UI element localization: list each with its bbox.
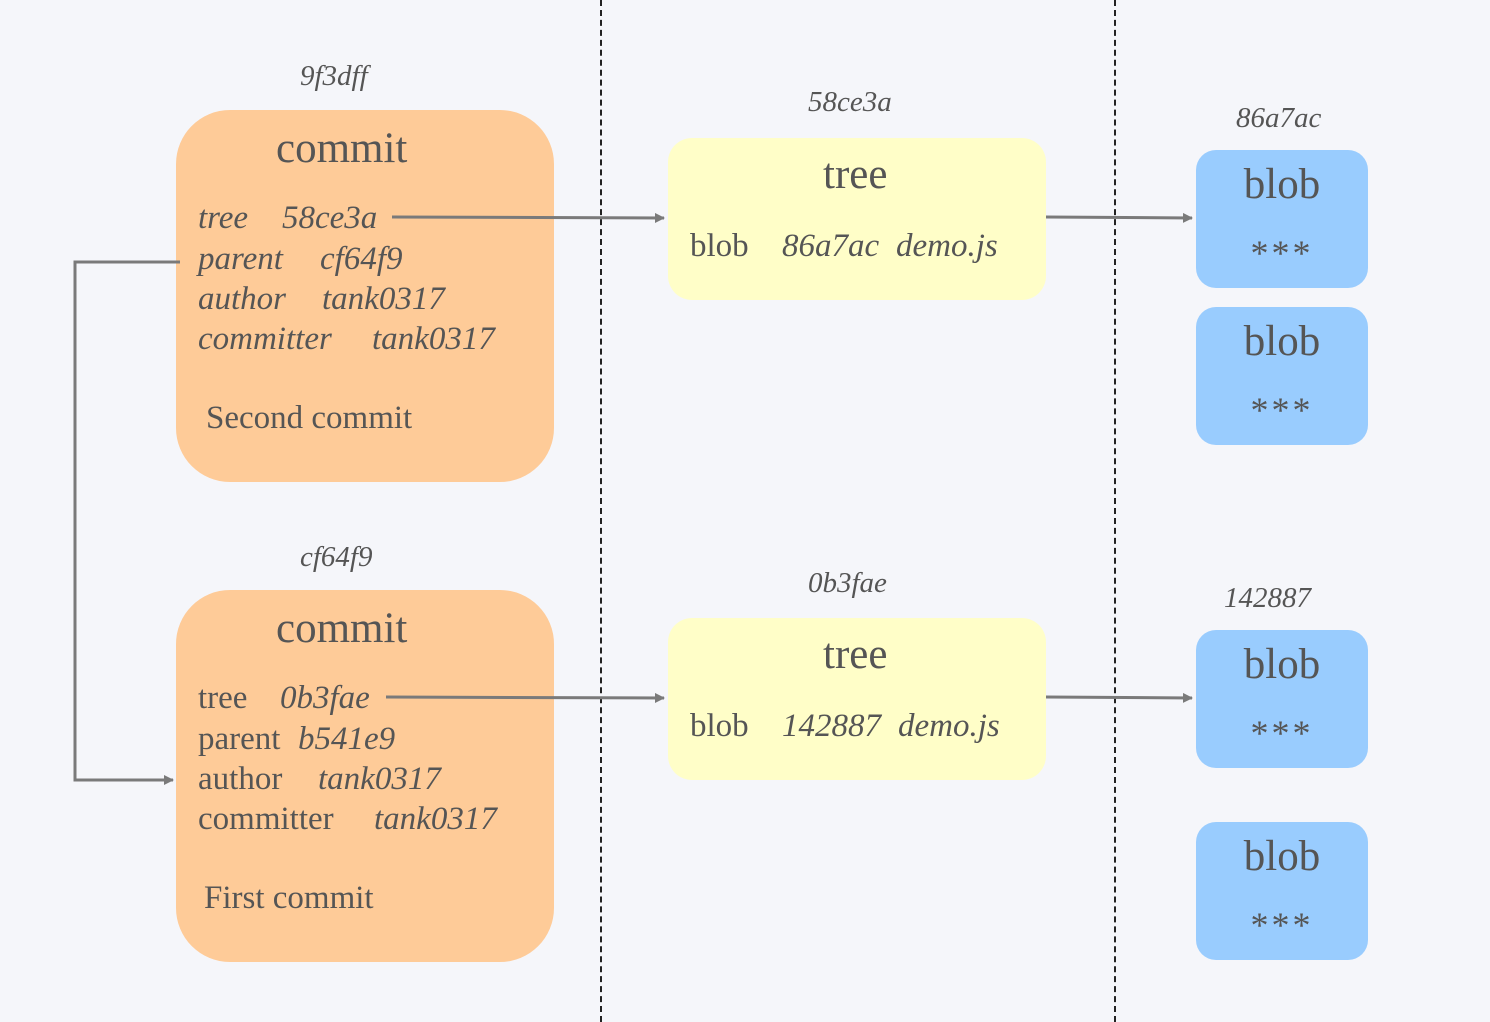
arrow-parent-link: [73, 260, 180, 785]
arrow-tree1-to-blob1: [1045, 212, 1193, 223]
blob-node: blob ***: [1196, 150, 1368, 288]
blob-title: blob: [1243, 833, 1321, 880]
commit-node: commit tree 0b3fae parent b541e9 author tan…: [176, 590, 554, 962]
row-value: tank0317: [374, 801, 497, 837]
blob-title: blob: [1243, 318, 1321, 365]
commit-row-tree: tree 0b3fae: [198, 680, 370, 717]
row-value: 58ce3a: [282, 200, 378, 236]
row-key: committer: [198, 801, 334, 837]
commit-row-committer: committer tank0317: [198, 321, 495, 358]
blob-node: blob ***: [1196, 822, 1368, 960]
blob-title: blob: [1243, 161, 1321, 208]
row-value: tank0317: [318, 761, 441, 797]
entry-hash: 142887: [782, 708, 881, 744]
blob-content: ***: [1250, 390, 1314, 430]
commit-row-committer: committer tank0317: [198, 801, 497, 838]
arrow-commit2-to-tree2: [385, 692, 665, 703]
row-value: cf64f9: [320, 241, 403, 277]
row-key: committer: [198, 321, 332, 357]
row-value: b541e9: [298, 721, 396, 757]
commit-row-tree: tree 58ce3a: [198, 200, 377, 237]
tree-entry: blob 86a7ac demo.js: [690, 228, 998, 265]
commit-message: Second commit: [206, 400, 413, 436]
row-key: author: [198, 281, 287, 317]
tree-node: tree blob 142887 demo.js: [668, 618, 1046, 780]
divider-left: [600, 0, 602, 1022]
blob-content: ***: [1250, 905, 1314, 945]
blob-hash: 142887: [1224, 582, 1311, 614]
commit-row-parent: parent cf64f9: [198, 241, 402, 278]
row-value: tank0317: [372, 321, 495, 357]
blob-hash: 86a7ac: [1236, 102, 1322, 134]
row-key: tree: [198, 680, 248, 716]
row-key: parent: [198, 241, 283, 277]
entry-hash: 86a7ac: [782, 228, 880, 264]
arrow-commit1-to-tree1: [391, 212, 665, 223]
blob-node: blob ***: [1196, 307, 1368, 445]
commit-message: First commit: [204, 880, 374, 916]
entry-file: demo.js: [896, 228, 998, 264]
commit-row-parent: parent b541e9: [198, 721, 395, 758]
row-key: parent: [198, 721, 281, 757]
tree-hash: 0b3fae: [808, 567, 887, 599]
blob-node: blob ***: [1196, 630, 1368, 768]
divider-right: [1114, 0, 1116, 1022]
commit-row-author: author tank0317: [198, 761, 441, 798]
commit-hash: cf64f9: [300, 541, 373, 573]
commit-title: commit: [276, 125, 408, 172]
tree-title: tree: [823, 151, 888, 198]
commit-title: commit: [276, 605, 408, 652]
row-key: author: [198, 761, 283, 797]
arrow-tree2-to-blob3: [1045, 692, 1193, 703]
blob-content: ***: [1250, 233, 1314, 273]
entry-type: blob: [690, 708, 749, 744]
row-value: 0b3fae: [280, 680, 370, 716]
blob-title: blob: [1243, 641, 1321, 688]
tree-entry: blob 142887 demo.js: [690, 708, 1000, 745]
tree-node: tree blob 86a7ac demo.js: [668, 138, 1046, 300]
row-value: tank0317: [322, 281, 445, 317]
entry-type: blob: [690, 228, 749, 264]
tree-hash: 58ce3a: [808, 86, 892, 118]
blob-content: ***: [1250, 713, 1314, 753]
tree-title: tree: [823, 631, 888, 678]
commit-node: commit tree 58ce3a parent cf64f9 author tan…: [176, 110, 554, 482]
entry-file: demo.js: [898, 708, 1000, 744]
row-key: tree: [198, 200, 249, 236]
commit-row-author: author tank0317: [198, 281, 445, 318]
commit-hash: 9f3dff: [300, 60, 368, 92]
